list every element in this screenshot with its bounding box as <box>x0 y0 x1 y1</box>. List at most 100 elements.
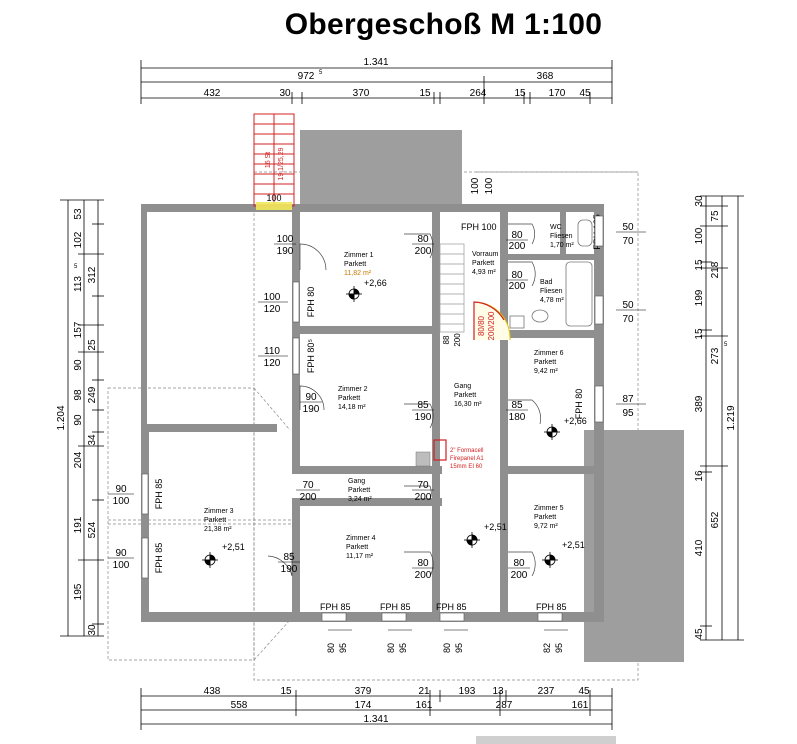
opening-top-h: 100 <box>484 177 495 194</box>
room-vorraum-floor: Parkett <box>472 260 494 267</box>
room-bad-area: 4,78 m² <box>540 297 564 304</box>
fph-zimmer-3b: FPH 85 <box>154 543 164 574</box>
opening-win5-h: 70 <box>622 236 634 247</box>
room-zimmer-5-floor: Parkett <box>534 514 556 521</box>
fph-bottom-4: FPH 85 <box>536 602 567 612</box>
fph-bottom-1: FPH 85 <box>320 602 351 612</box>
opening-win2-h: 120 <box>264 358 281 369</box>
opening-dims <box>108 231 646 569</box>
room-zimmer-3-floor: Parkett <box>204 517 226 524</box>
dim-bot-193: 193 <box>459 686 476 697</box>
fire-note-line3: 15mm EI 60 <box>450 464 483 470</box>
dim-right-75: 75 <box>710 210 721 222</box>
opening-z5-w: 80 <box>513 558 525 569</box>
opening-z1d-w: 80 <box>417 234 429 245</box>
opening-win6-h: 70 <box>622 314 634 325</box>
plan-title: Obergeschoß M 1:100 <box>284 8 603 41</box>
room-zimmer-1-area: 11,82 m² <box>344 270 372 277</box>
fph-zimmer-3a: FPH 85 <box>154 479 164 510</box>
stair-landing-marker <box>256 202 292 210</box>
dim-bot-15a: 15 <box>280 686 292 697</box>
opening-wc-h: 200 <box>509 241 526 252</box>
dim-bot-21: 21 <box>418 686 430 697</box>
dim-bot-161b: 161 <box>572 700 589 711</box>
opening-win3-w: 90 <box>115 484 127 495</box>
dimension-top <box>140 60 613 104</box>
level-gang: +2,51 <box>484 522 507 532</box>
window-markers <box>141 215 604 622</box>
stair-width: 100 <box>266 193 281 203</box>
fph-bottom-2: FPH 85 <box>380 602 411 612</box>
dim-top-sub2: 368 <box>537 71 554 82</box>
dim-top-total: 1.341 <box>363 57 388 68</box>
opening-top-w: 100 <box>470 177 481 194</box>
room-gang-name: Gang <box>454 383 471 390</box>
opening-z4d-w: 80 <box>417 558 429 569</box>
stair-risers: 16 St <box>265 152 272 168</box>
red-door-width: 80/80 <box>477 315 486 336</box>
fph-zimmer-6: FPH 80 <box>574 389 584 420</box>
room-zimmer-2-name: Zimmer 2 <box>338 386 368 393</box>
opening-gang-h: 200 <box>300 492 317 503</box>
red-door-height: 200/200 <box>487 311 496 340</box>
opening-bad-w: 80 <box>511 270 523 281</box>
dimension-left <box>60 199 104 637</box>
room-zimmer-5-name: Zimmer 5 <box>534 505 564 512</box>
level-zimmer-3: +2,51 <box>222 542 245 552</box>
opening-z2d-h: 190 <box>415 412 432 423</box>
dim-bot-558: 558 <box>231 700 248 711</box>
dimension-bottom <box>140 688 613 730</box>
dim-top-264: 264 <box>470 88 487 99</box>
sill-2-b: 95 <box>398 643 408 653</box>
sill-1-b: 95 <box>338 643 348 653</box>
room-bad-name: Bad <box>540 279 553 286</box>
dim-bot-174: 174 <box>355 700 372 711</box>
dim-top-15b: 15 <box>514 88 526 99</box>
sill-3-a: 80 <box>442 643 452 653</box>
opening-z4-h: 190 <box>281 564 298 575</box>
opening-z4d-h: 200 <box>415 570 432 581</box>
room-zimmer-6-area: 9,42 m² <box>534 368 558 375</box>
dim-bot-total: 1.341 <box>363 714 388 725</box>
level-zimmer-5: +2,51 <box>562 540 585 550</box>
dim-right-410: 410 <box>694 539 705 556</box>
dim-top-sub1-sup: 5 <box>319 70 323 76</box>
dim-top-432: 432 <box>204 88 221 99</box>
red-door <box>473 301 511 341</box>
level-zimmer-1: +2,66 <box>364 278 387 288</box>
dim-bot-287: 287 <box>496 700 513 711</box>
room-zimmer-3-name: Zimmer 3 <box>204 508 234 515</box>
opening-z1d-h: 200 <box>415 246 432 257</box>
sill-2-a: 80 <box>386 643 396 653</box>
room-zimmer-2-floor: Parkett <box>338 395 360 402</box>
dim-right-218: 218 <box>710 261 721 278</box>
level-markers <box>202 286 560 568</box>
opening-z2d-w: 85 <box>417 400 429 411</box>
opening-wc-w: 80 <box>511 230 523 241</box>
opening-z6-h: 180 <box>509 412 526 423</box>
dim-left-524: 524 <box>87 521 98 538</box>
dim-right-15b: 15 <box>694 328 705 340</box>
dim-left-249: 249 <box>87 386 98 403</box>
side-door-width: 88 <box>442 335 451 344</box>
fire-panel-marker <box>433 439 447 461</box>
room-zimmer-6-floor: Parkett <box>534 359 556 366</box>
fph-vorraum: FPH 100 <box>461 222 497 232</box>
dim-top-45: 45 <box>579 88 591 99</box>
bath-fixtures <box>509 219 593 329</box>
dim-left-204: 204 <box>73 451 84 468</box>
dim-left-90b: 90 <box>73 414 84 426</box>
dim-bot-438: 438 <box>204 686 221 697</box>
dim-top-sub1: 972 <box>298 71 315 82</box>
dim-left-total: 1.204 <box>56 405 67 430</box>
dim-top-30: 30 <box>279 88 291 99</box>
dim-left-25: 25 <box>87 339 98 351</box>
opening-win6-w: 50 <box>622 300 634 311</box>
room-zimmer-4-floor: Parkett <box>346 544 368 551</box>
dim-right-100: 100 <box>694 227 705 244</box>
fire-note-line2: Firepanel A1 <box>450 456 484 462</box>
dim-top-170: 170 <box>549 88 566 99</box>
room-zimmer-4-name: Zimmer 4 <box>346 535 376 542</box>
room-bad-floor: Fliesen <box>540 288 563 295</box>
